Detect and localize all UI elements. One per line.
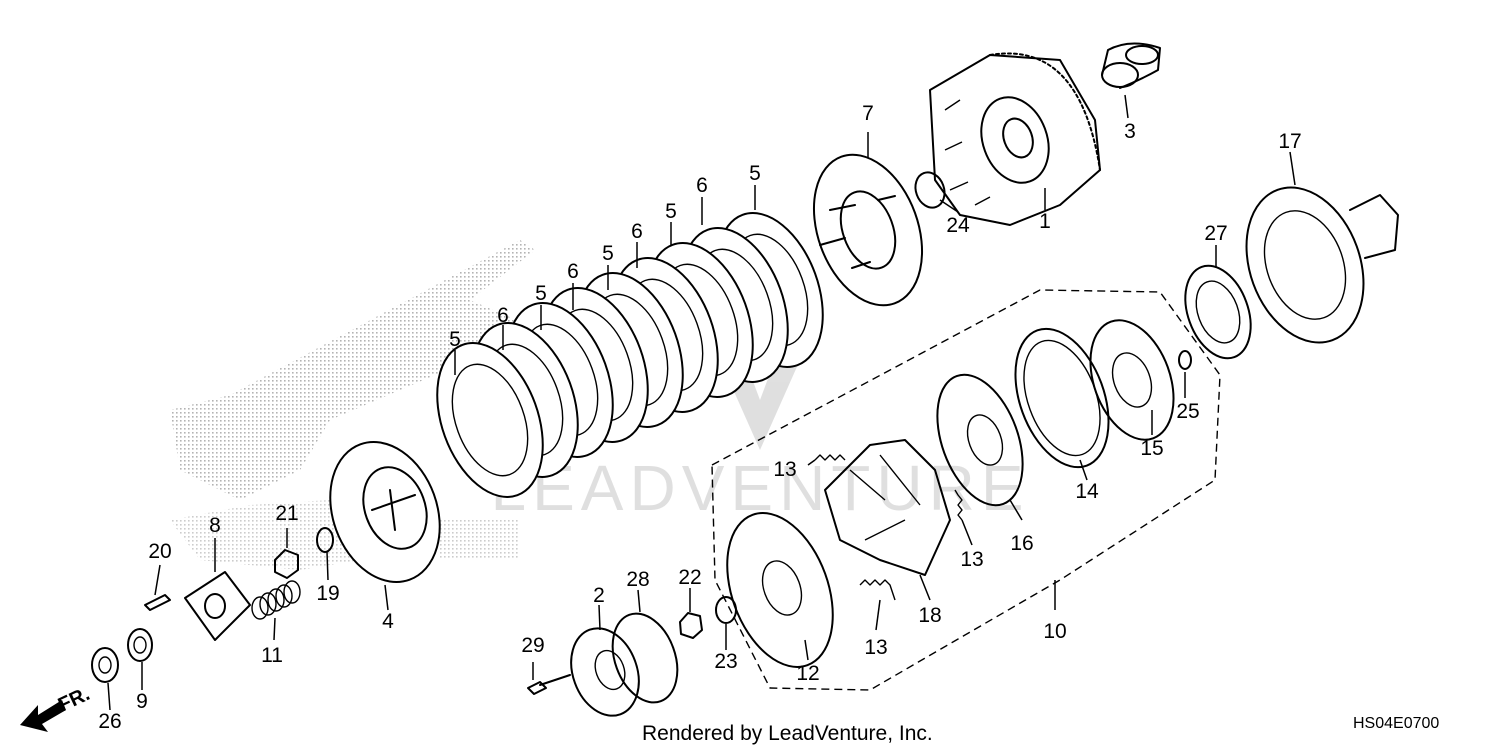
spring-13a — [814, 454, 846, 461]
label-29: 29 — [521, 634, 544, 657]
label-20: 20 — [148, 540, 171, 563]
bearing-27 — [1184, 264, 1252, 360]
svg-text:LEADVENTURE: LEADVENTURE — [491, 452, 1030, 524]
drive-gear-17 — [1245, 186, 1399, 344]
label-12: 12 — [796, 662, 819, 685]
label-13b: 13 — [960, 548, 983, 571]
label-6c: 6 — [631, 220, 643, 243]
drive-plate-16 — [936, 373, 1024, 507]
render-credit: Rendered by LeadVenture, Inc. — [642, 722, 933, 745]
label-5c: 5 — [602, 242, 614, 265]
friction-disc-14 — [1014, 327, 1110, 469]
label-13a: 13 — [773, 458, 796, 481]
label-6b: 6 — [567, 260, 579, 283]
label-9: 9 — [136, 690, 148, 713]
label-5b: 5 — [535, 282, 547, 305]
lifter-plate-8 — [184, 571, 251, 641]
pressure-plate — [812, 153, 924, 307]
clutch-center — [329, 441, 441, 583]
label-28: 28 — [626, 568, 649, 591]
label-5e: 5 — [749, 162, 761, 185]
thrust-washer — [914, 171, 946, 209]
label-5a: 5 — [449, 328, 461, 351]
label-18: 18 — [918, 604, 941, 627]
lock-nut-21 — [274, 549, 299, 579]
label-14: 14 — [1075, 480, 1099, 503]
label-24: 24 — [946, 214, 970, 237]
label-4: 4 — [382, 610, 394, 633]
label-23: 23 — [714, 650, 737, 673]
front-direction-arrow: FR. — [20, 683, 93, 732]
label-2: 2 — [593, 584, 605, 607]
label-5d: 5 — [665, 200, 677, 223]
label-6a: 6 — [497, 304, 509, 327]
leader-lines — [107, 94, 1296, 711]
bearing-26 — [91, 647, 119, 683]
stipple-shading — [170, 240, 540, 570]
lock-nut-22 — [679, 612, 703, 639]
clutch-outer — [929, 52, 1101, 226]
washer-23 — [715, 596, 737, 624]
spring-11 — [251, 580, 301, 620]
circlip-25 — [1178, 350, 1192, 370]
washer-19 — [316, 527, 334, 553]
collar-bushing — [1101, 42, 1161, 89]
part-labels: 1 3 7 24 17 27 25 15 14 16 18 13 13 13 1… — [98, 102, 1301, 733]
bolt-20 — [144, 594, 171, 611]
label-7: 7 — [862, 102, 874, 125]
spring-13c — [859, 579, 896, 601]
label-25: 25 — [1176, 400, 1199, 423]
label-1: 1 — [1039, 210, 1051, 233]
bearing-9 — [127, 628, 153, 662]
label-10: 10 — [1043, 620, 1066, 643]
label-16: 16 — [1010, 532, 1033, 555]
label-17: 17 — [1278, 130, 1301, 153]
ring-28 — [611, 612, 679, 704]
label-3: 3 — [1124, 120, 1136, 143]
label-13c: 13 — [864, 636, 887, 659]
label-15: 15 — [1140, 437, 1163, 460]
spring-13b — [954, 489, 963, 521]
label-21: 21 — [275, 502, 298, 525]
label-26: 26 — [98, 710, 121, 733]
label-27: 27 — [1204, 222, 1227, 245]
one-way-clutch-2 — [570, 627, 640, 717]
label-8: 8 — [209, 514, 221, 537]
bolt-29 — [527, 674, 571, 695]
label-6d: 6 — [696, 174, 708, 197]
diagram-code: HS04E0700 — [1353, 715, 1439, 732]
label-11: 11 — [261, 644, 283, 667]
label-22: 22 — [678, 566, 701, 589]
label-19: 19 — [316, 582, 339, 605]
clutch-plate-stack — [436, 212, 824, 498]
clutch-weights-18 — [824, 439, 951, 576]
assembly-10-boundary — [711, 289, 1221, 691]
